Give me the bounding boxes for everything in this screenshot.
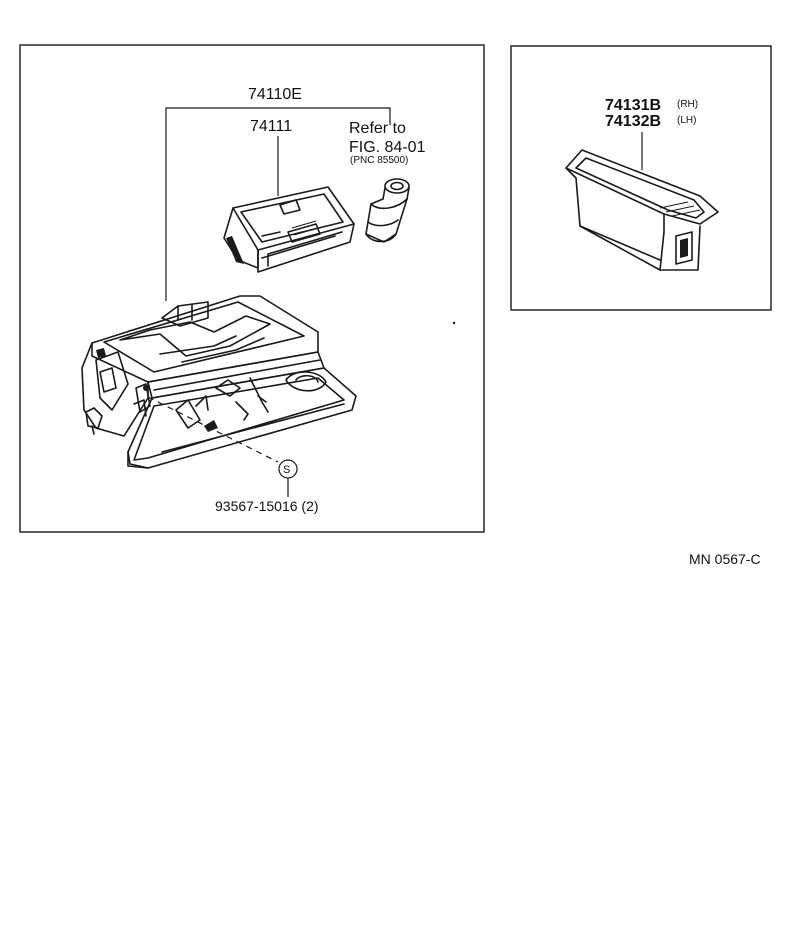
assembly-part-label: 74110E — [248, 86, 302, 103]
side-panel-frame — [510, 45, 772, 311]
refer-pnc-label: (PNC 85500) — [350, 155, 408, 166]
refer-label-line2: FIG. 84-01 — [349, 139, 426, 156]
glove-box-assembly-drawing — [81, 295, 357, 469]
cigarette-lighter-drawing — [365, 178, 410, 243]
screw-symbol-circle — [278, 459, 298, 479]
rh-side-label: (RH) — [677, 99, 698, 110]
screw-part-label: 93567-15016 (2) — [215, 498, 319, 514]
figure-code-label: MN 0567-C — [689, 551, 761, 567]
screw-leader-dashed — [147, 396, 279, 463]
refer-label-line1: Refer to — [349, 120, 406, 137]
side-ashtray-drawing — [565, 149, 719, 271]
screw-symbol-letter: S — [283, 464, 290, 476]
lh-side-label: (LH) — [677, 115, 696, 126]
ashtray-insert-drawing — [223, 186, 355, 273]
assembly-leader-bracket — [165, 107, 391, 301]
rh-part-label: 74131B — [605, 97, 661, 114]
ashtray-part-label: 74111 — [250, 118, 292, 135]
stray-dot — [452, 321, 456, 325]
main-panel-frame — [19, 44, 485, 533]
lh-part-label: 74132B — [605, 113, 661, 130]
